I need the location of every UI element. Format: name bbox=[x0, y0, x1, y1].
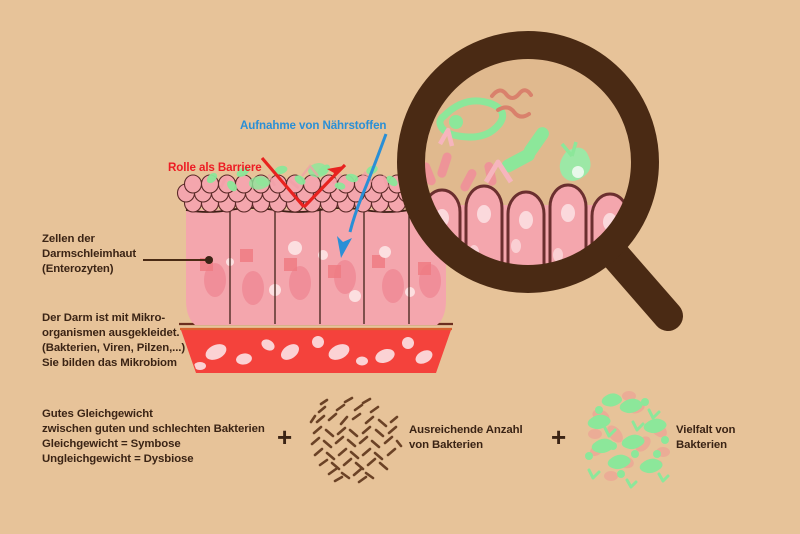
enterocyte-cell-layer bbox=[185, 207, 447, 325]
bacteria-cluster-diverse-icon bbox=[585, 391, 670, 489]
plus-separator-1: + bbox=[277, 422, 293, 452]
microbiome-label-line1: Der Darm ist mit Mikro- bbox=[42, 312, 166, 324]
balance-text-line4: Ungleichgewicht = Dysbiose bbox=[42, 453, 194, 465]
microbiome-label-line2: organismen ausgekleidet. bbox=[42, 327, 180, 339]
balance-text-line2: zwischen guten und schlechten Bakterien bbox=[42, 423, 265, 435]
microbiome-label-line3: (Bakterien, Viren, Pilzen,...) bbox=[42, 342, 186, 354]
blood-vessel-layer bbox=[179, 322, 453, 373]
enterocyte-leader-line bbox=[143, 256, 213, 264]
diversity-text-line1: Vielfalt von bbox=[676, 424, 736, 436]
microbiome-label-line4: Sie bilden das Mikrobiom bbox=[42, 357, 177, 369]
diversity-text-line2: Bakterien bbox=[676, 439, 728, 451]
magnified-bacteria bbox=[424, 88, 591, 192]
bacteria-cluster-brown-icon bbox=[309, 396, 403, 484]
blood-cells bbox=[194, 336, 433, 370]
nutrient-arrow-blue bbox=[337, 133, 388, 258]
quantity-text-line1: Ausreichende Anzahl bbox=[409, 424, 523, 436]
balance-text-line1: Gutes Gleichgewicht bbox=[42, 408, 153, 420]
enterocytes-label-line2: Darmschleimhaut bbox=[42, 248, 137, 260]
enterocytes-label-line1: Zellen der bbox=[42, 233, 95, 245]
enterocytes-label-line3: (Enterozyten) bbox=[42, 263, 114, 275]
balance-text-line3: Gleichgewicht = Symbose bbox=[42, 438, 181, 450]
nutrient-label: Aufnahme von Nährstoffen bbox=[240, 119, 387, 132]
quantity-text-line2: von Bakterien bbox=[409, 439, 484, 451]
barrier-arrow-red bbox=[260, 156, 347, 209]
barrier-label: Rolle als Barriere bbox=[168, 161, 262, 174]
plus-separator-2: + bbox=[551, 422, 567, 452]
